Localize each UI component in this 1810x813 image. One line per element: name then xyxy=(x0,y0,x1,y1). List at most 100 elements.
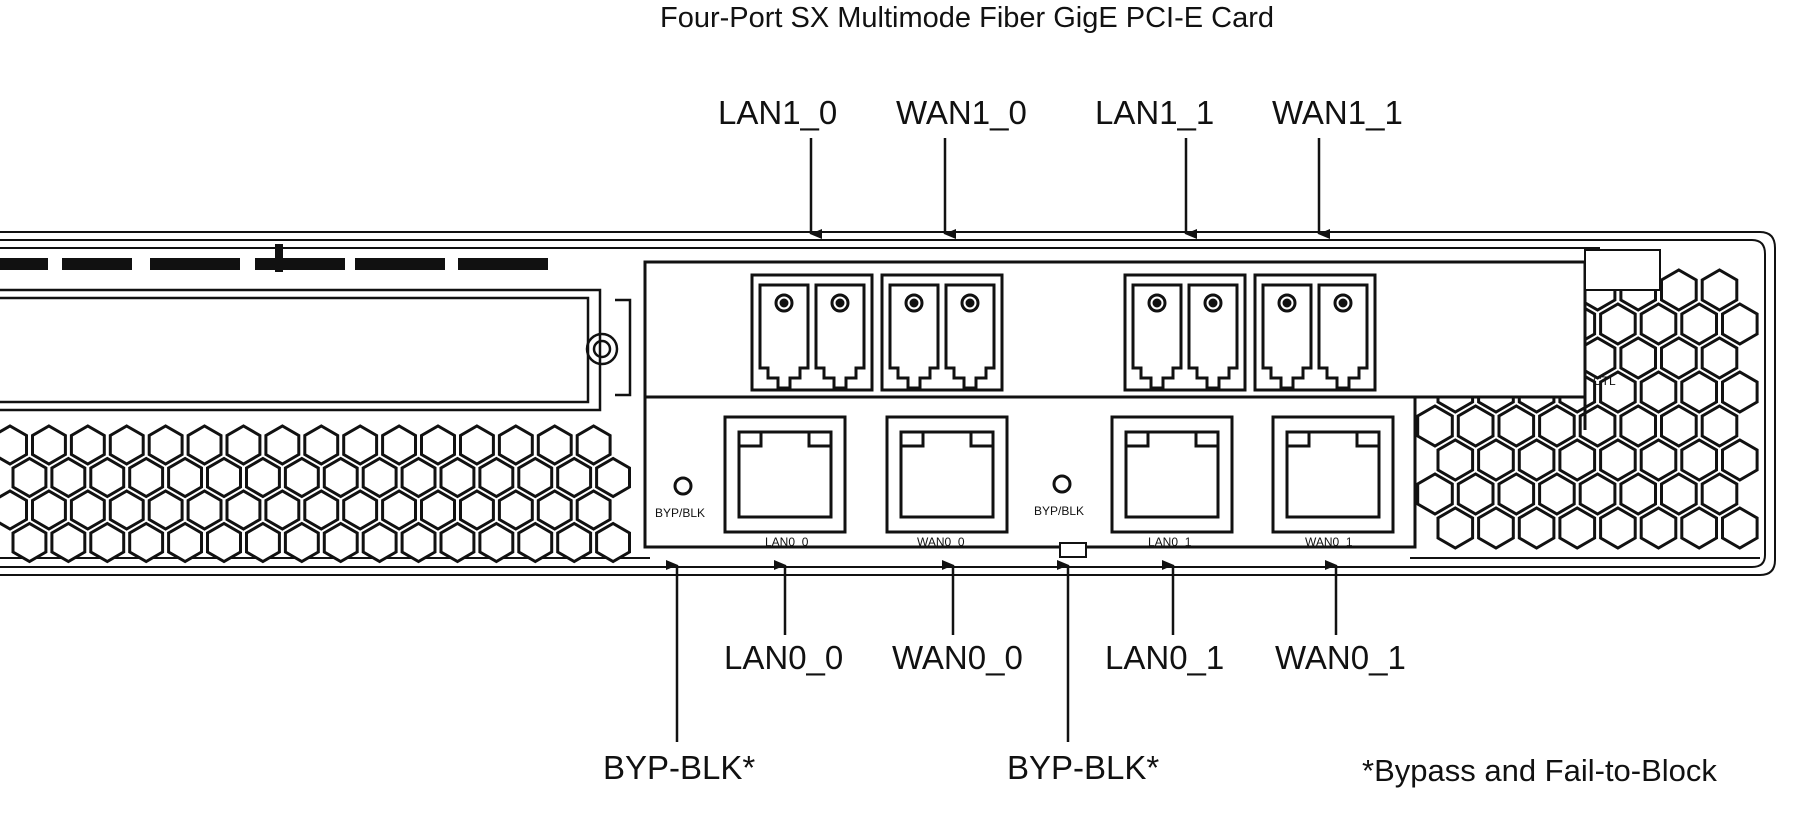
lc-ferrule-core xyxy=(909,298,919,308)
vent-hex xyxy=(1436,506,1475,550)
vent-hex xyxy=(1680,438,1718,482)
vent-hex xyxy=(1456,472,1495,516)
lc-connector xyxy=(1317,283,1369,390)
rj45-led-right xyxy=(1194,430,1220,448)
vent-hex xyxy=(1700,336,1739,380)
vent-hex xyxy=(167,521,203,564)
vent-hex xyxy=(575,489,612,531)
vent-hex xyxy=(575,424,612,466)
vent-hex xyxy=(595,456,631,499)
silk-rj45-3: LAN0_1 xyxy=(1148,535,1192,549)
lc-ferrule-core xyxy=(1208,298,1218,308)
label-wan0-0: WAN0_0 xyxy=(892,639,1023,676)
rj45-led-left xyxy=(899,430,925,448)
vent-hex xyxy=(1721,438,1759,482)
label-wan0-1: WAN0_1 xyxy=(1275,639,1406,676)
vent-hex xyxy=(1639,370,1678,414)
vent-hex xyxy=(206,521,242,564)
vent-hex xyxy=(1619,404,1657,448)
silk-rj45-1: LAN0_0 xyxy=(765,535,809,549)
vent-hex xyxy=(1538,472,1576,516)
label-byp-blk-left: BYP-BLK* xyxy=(603,749,756,786)
lc-ferrule-core xyxy=(1282,298,1292,308)
vent-hex xyxy=(1639,438,1678,482)
rj45-ports xyxy=(723,415,1395,534)
vent-hex xyxy=(1619,472,1657,516)
vent-hex xyxy=(303,424,340,466)
vent-hex xyxy=(1680,506,1718,550)
lc-connector xyxy=(758,283,810,390)
vent-hex xyxy=(225,489,262,531)
vent-hex xyxy=(89,521,126,564)
vent-hex xyxy=(1619,336,1657,380)
vent-hex xyxy=(420,489,456,531)
silk-byp-right: BYP/BLK xyxy=(1034,504,1084,518)
vent-hex xyxy=(478,521,515,564)
vent-hex xyxy=(1639,302,1678,346)
vent-hex xyxy=(225,424,262,466)
label-lan0-0: LAN0_0 xyxy=(724,639,844,676)
vent-hex xyxy=(400,456,437,499)
vent-hex xyxy=(1416,404,1454,448)
rj45-led-right xyxy=(969,430,995,448)
vent-hex xyxy=(1517,438,1556,482)
vent-hex xyxy=(11,521,48,564)
vent-hex xyxy=(89,456,126,499)
vent-hex xyxy=(459,489,495,531)
vent-hex xyxy=(381,424,417,466)
bypass-leds xyxy=(673,474,1072,496)
rj45-led-right xyxy=(807,430,833,448)
vent-hex xyxy=(342,489,379,531)
vent-hex xyxy=(1721,506,1759,550)
left-rails xyxy=(0,244,548,272)
vent-hex xyxy=(69,424,106,466)
rj45-led-left xyxy=(1285,430,1311,448)
vent-hex xyxy=(128,521,165,564)
vent-hex xyxy=(459,424,495,466)
vent-hex xyxy=(1680,302,1718,346)
vent-hex xyxy=(1497,404,1536,448)
vent-hex xyxy=(11,456,48,499)
vent-hex xyxy=(381,489,417,531)
vent-hex xyxy=(342,424,379,466)
vent-hex xyxy=(556,456,593,499)
lc-connector xyxy=(1261,283,1313,390)
vent-hex xyxy=(1599,506,1637,550)
vent-hex xyxy=(245,456,281,499)
vent-hex xyxy=(361,456,398,499)
vent-hex xyxy=(322,521,359,564)
vent-hex xyxy=(147,489,184,531)
vent-hex xyxy=(147,424,184,466)
vent-hex xyxy=(517,521,554,564)
lc-ferrule-core xyxy=(1338,298,1348,308)
lc-connector xyxy=(888,283,940,390)
vent-hex xyxy=(1700,268,1739,312)
vent-hex xyxy=(1416,472,1454,516)
vent-hex xyxy=(1700,404,1739,448)
vent-hex xyxy=(1558,506,1597,550)
vent-hex xyxy=(536,424,573,466)
vent-hex xyxy=(1660,472,1698,516)
vent-hex xyxy=(1578,472,1617,516)
rj45-led-left xyxy=(1124,430,1150,448)
vent-hex xyxy=(0,489,28,531)
label-lan1-1: LAN1_1 xyxy=(1095,94,1215,131)
silk-ctl: CTL xyxy=(1593,374,1616,388)
vent-hex xyxy=(206,456,242,499)
silk-rj45-4: WAN0_1 xyxy=(1305,535,1353,549)
vent-hex xyxy=(517,456,554,499)
lc-ferrule-core xyxy=(1152,298,1162,308)
vent-hex xyxy=(1497,472,1536,516)
vent-hex xyxy=(1599,302,1637,346)
label-wan1-0: WAN1_0 xyxy=(896,94,1027,131)
vent-hex xyxy=(1721,370,1759,414)
rj45-led-left xyxy=(737,430,763,448)
vent-hex xyxy=(108,489,145,531)
lc-ferrule-core xyxy=(779,298,789,308)
vent-hex xyxy=(128,456,165,499)
vent-hex xyxy=(1599,370,1637,414)
vent-hex xyxy=(31,489,67,531)
vent-hex xyxy=(50,456,87,499)
silk-rj45-2: WAN0_0 xyxy=(917,535,965,549)
